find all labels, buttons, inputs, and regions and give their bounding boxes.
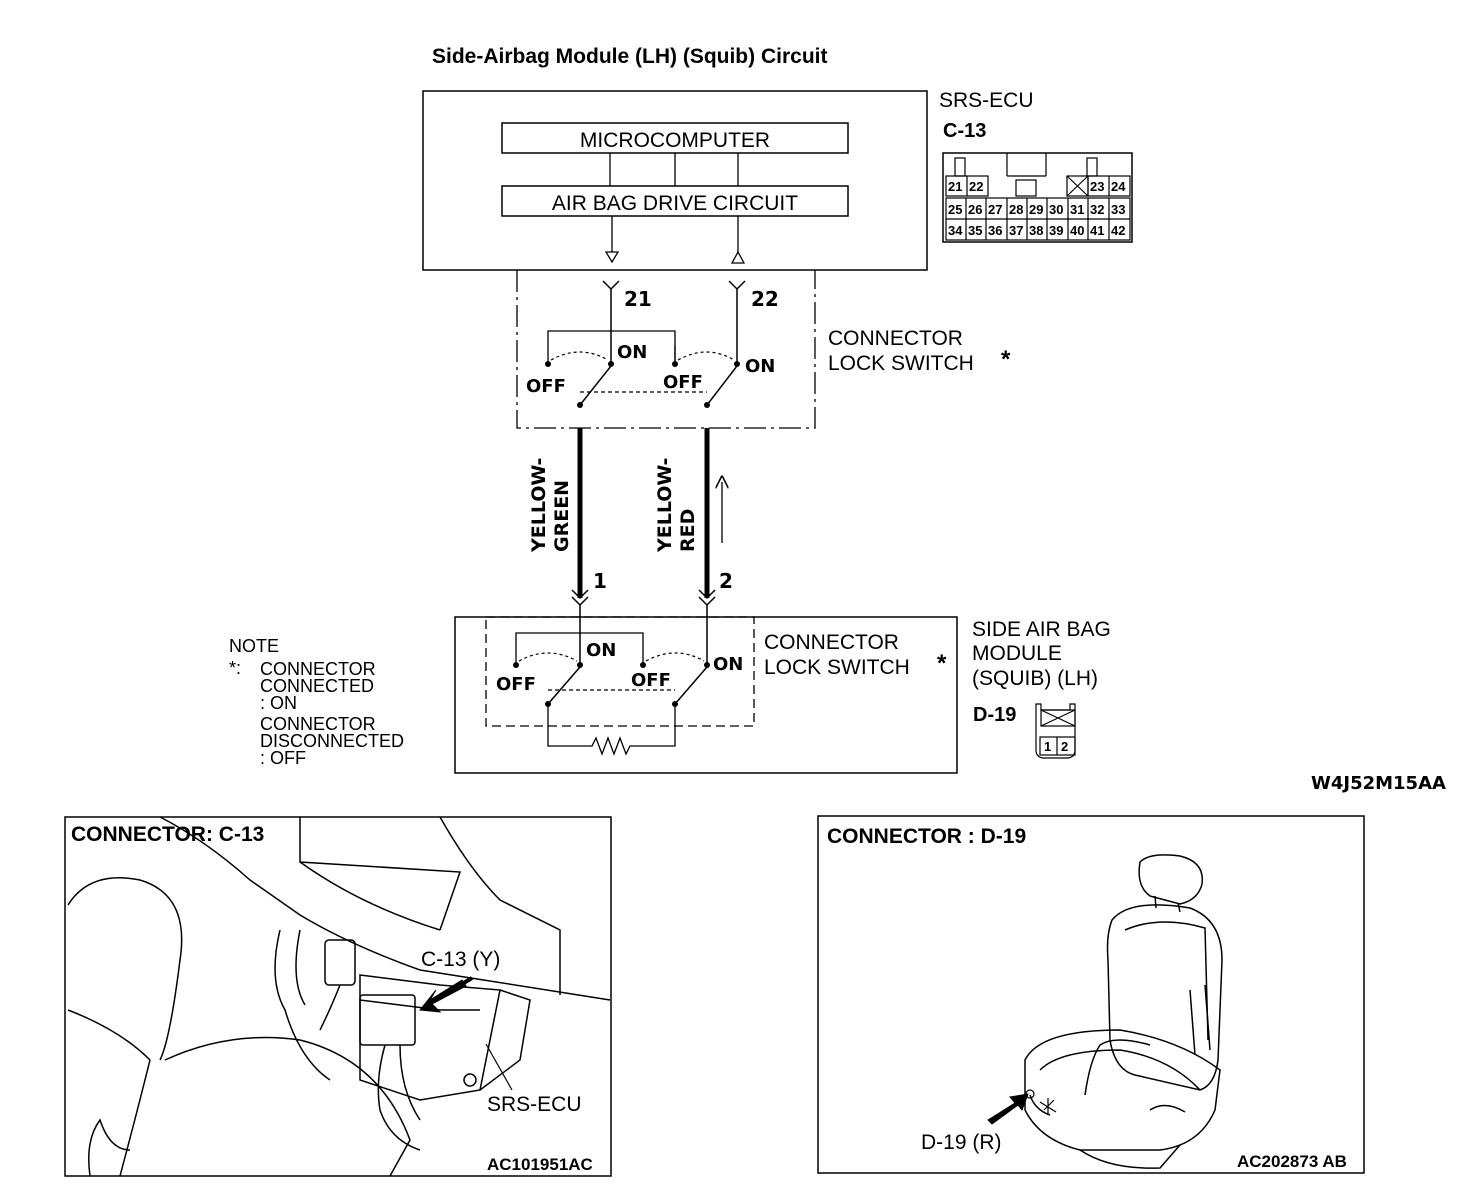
module-label-3: (SQUIB) (LH) [972,667,1098,690]
connector-c13-panel [64,816,612,1177]
note-line-2: CONNECTED [260,676,374,696]
d19-callout-arrow [987,1093,1029,1125]
c13-pin: 42 [1111,223,1125,238]
microcomputer-label: MICROCOMPUTER [580,129,770,152]
c13-pin: 32 [1090,202,1104,217]
c13-pin: 25 [948,202,962,217]
wire-color-right-1: YELLOW- [654,458,676,553]
c13-pin: 33 [1111,202,1125,217]
c13-pin: 26 [968,202,982,217]
c13-pin: 24 [1111,179,1126,194]
air-bag-drive-circuit-block [501,185,849,217]
upper-switch-left-on: ON [617,342,647,363]
connector-d19-panel [817,815,1365,1174]
note-line-4: CONNECTOR [260,714,376,734]
lower-lock-switch-label-2: LOCK SWITCH [764,656,910,679]
lower-switch-left-off: OFF [496,674,536,695]
d19-connector-face: 1 2 [1035,703,1076,759]
c13-pin: 31 [1070,202,1084,217]
c13-callout-label: C-13 (Y) [421,948,500,971]
lower-switch-left-on: ON [586,640,616,661]
lower-switch-right-on: ON [713,654,743,675]
harness-pin-2: 2 [719,569,733,593]
seat-illustration [1024,854,1223,1169]
lower-lock-switch-label: CONNECTOR [764,631,899,654]
module-label-2: MODULE [972,642,1062,665]
srs-ecu-box [422,90,928,271]
d19-panel-heading: CONNECTOR : D-19 [827,825,1026,848]
c13-pin: 23 [1090,179,1104,194]
c13-callout-arrow [419,979,467,1013]
c13-pin: 36 [988,223,1002,238]
wire-color-right-2: RED [677,509,699,552]
ecu-pin-22: 22 [751,287,779,311]
side-airbag-module-box [454,616,958,774]
c13-pin: 41 [1090,223,1104,238]
upper-switch-left-off: OFF [526,376,566,397]
c13-pin: 39 [1049,223,1063,238]
upper-switch-right-on: ON [745,356,775,377]
note-line-6: : OFF [260,748,306,768]
upper-switch-right-off: OFF [663,372,703,393]
d19-pin: 1 [1044,739,1051,754]
upper-lock-switch-label-2: LOCK SWITCH [828,352,974,375]
c13-location-illustration [67,816,611,1177]
wire-color-left-1: YELLOW- [528,458,550,553]
upper-lock-switch-boundary [516,270,816,429]
diagram-code: W4J52M15AA [1311,773,1446,794]
d19-callout-label: D-19 (R) [921,1131,1002,1154]
diagram-title: Side-Airbag Module (LH) (Squib) Circuit [432,45,827,68]
c13-panel-heading: CONNECTOR: C-13 [71,823,264,846]
upper-lock-switch-label: CONNECTOR [828,327,963,350]
c13-pin: 37 [1009,223,1023,238]
c13-pin: 40 [1070,223,1084,238]
input-up-triangle [730,250,746,264]
lower-switch-right-off: OFF [631,670,671,691]
module-label-1: SIDE AIR BAG [972,618,1111,641]
c13-pin: 35 [968,223,982,238]
ecu-connector-id: C-13 [943,120,986,142]
output-down-triangle [604,251,620,264]
lower-lock-switch-asterisk: * [937,650,947,677]
note-line-5: DISCONNECTED [260,731,404,751]
module-connector-id: D-19 [973,704,1016,726]
ecu-pin-21: 21 [624,287,652,311]
d19-panel-code: AC202873 AB [1237,1152,1347,1171]
note-heading: NOTE [229,636,279,656]
c13-pin: 38 [1029,223,1043,238]
c13-connector-face: 21 22 23 24 25 26 27 28 29 30 31 32 33 3… [942,152,1133,243]
upper-lock-switch-asterisk: * [1001,346,1011,373]
c13-pin: 28 [1009,202,1023,217]
note-line-1: CONNECTOR [260,659,376,679]
drive-circuit-label: AIR BAG DRIVE CIRCUIT [552,192,798,215]
lower-lock-switch-boundary [485,616,755,727]
c13-pin: 21 [948,179,962,194]
wire-color-left-2: GREEN [551,480,573,552]
srs-ecu-label: SRS-ECU [939,89,1034,112]
c13-pin: 30 [1049,202,1063,217]
c13-pin: 22 [969,179,983,194]
note-line-3: : ON [260,693,297,713]
note-mark: *: [229,658,241,678]
harness-pin-1: 1 [593,569,607,593]
c13-pin: 29 [1029,202,1043,217]
d19-pin: 2 [1061,739,1068,754]
squib-resistor [547,704,676,756]
c13-panel-code: AC101951AC [487,1155,593,1174]
c13-pin: 27 [988,202,1002,217]
c13-pin: 34 [948,223,963,238]
c13-ecu-label: SRS-ECU [487,1093,582,1116]
